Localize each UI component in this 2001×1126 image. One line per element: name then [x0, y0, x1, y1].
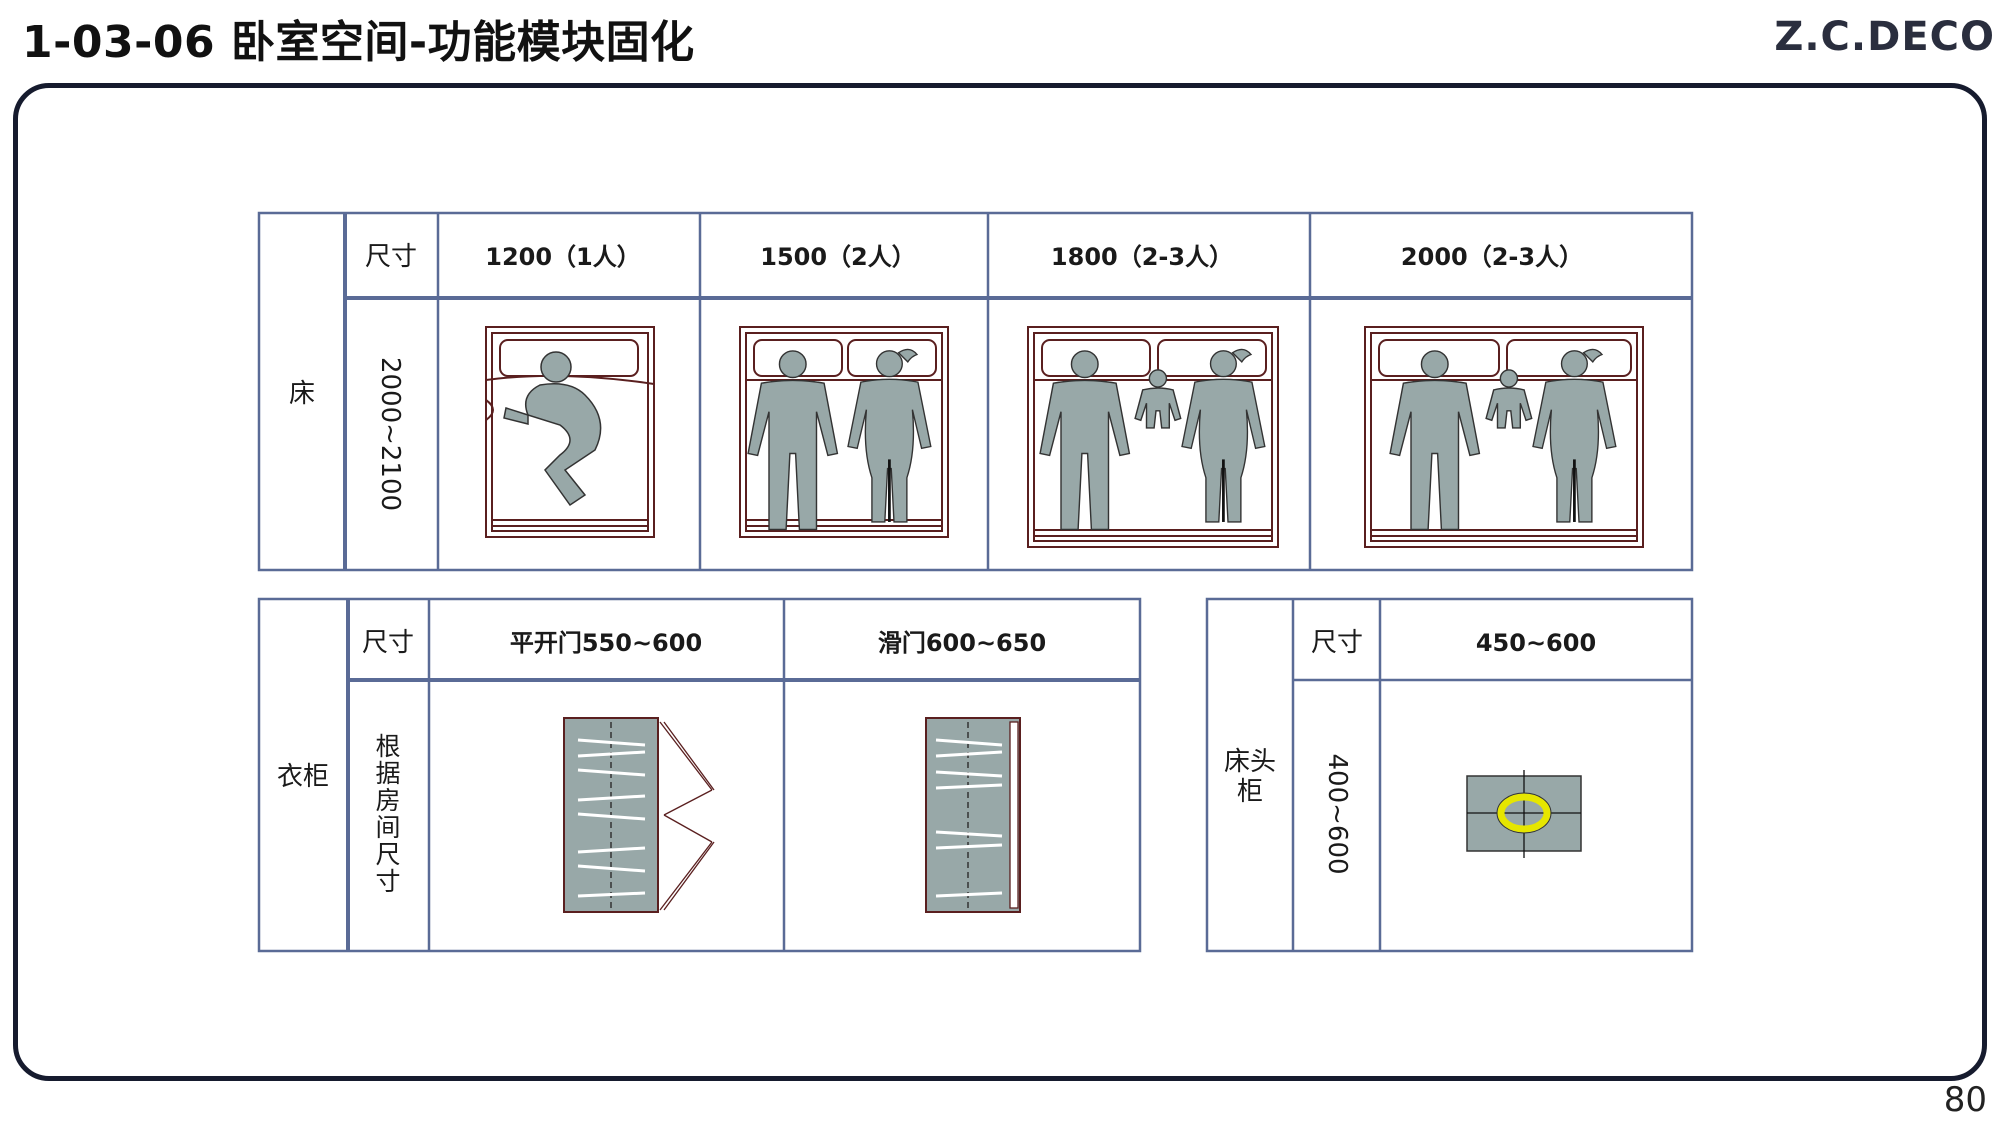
- svg-text:尺: 尺: [375, 840, 400, 869]
- brand-logo: Z.C.DECO: [1774, 14, 1995, 60]
- svg-text:根: 根: [375, 732, 400, 761]
- bed-2000-drawing: [1364, 326, 1644, 548]
- bed-width-1500: 1500（2人）: [760, 243, 916, 271]
- bed-width-2000: 2000（2-3人）: [1401, 243, 1583, 271]
- wardrobe-note-vertical: 根 据 房 间 尺 寸: [375, 732, 400, 896]
- bed-width-1800: 1800（2-3人）: [1051, 243, 1233, 271]
- wardrobe-type-sliding: 滑门600~650: [878, 629, 1046, 657]
- bed-size-header: 尺寸: [365, 242, 417, 272]
- page-title: 1-03-06 卧室空间-功能模块固化: [22, 17, 695, 68]
- sliding-door-wardrobe-drawing: [925, 717, 1021, 913]
- page-number: 80: [1943, 1080, 1987, 1120]
- nightstand-lamp-drawing: [1466, 770, 1582, 858]
- svg-text:寸: 寸: [375, 867, 400, 896]
- wardrobe-table: [257, 597, 1142, 953]
- content-frame: [13, 83, 1987, 1081]
- wardrobe-category-label: 衣柜: [277, 762, 329, 792]
- nightstand-width-label: 450~600: [1476, 629, 1596, 657]
- nightstand-category-line2: 柜: [1237, 777, 1263, 807]
- bed-width-1200: 1200（1人）: [485, 243, 641, 271]
- bed-category-label: 床: [289, 379, 315, 409]
- svg-text:房: 房: [375, 786, 400, 815]
- bed-table: [257, 211, 1694, 572]
- sleeping-person-icon: [503, 351, 602, 507]
- wardrobe-type-swing: 平开门550~600: [510, 629, 702, 657]
- bed-length-label: 2000~2100: [375, 357, 405, 511]
- swing-door-wardrobe-drawing: [563, 717, 715, 913]
- svg-text:间: 间: [375, 813, 400, 842]
- svg-text:据: 据: [375, 759, 400, 788]
- wardrobe-size-header: 尺寸: [362, 628, 414, 658]
- nightstand-size-header: 尺寸: [1311, 628, 1363, 658]
- nightstand-category-line1: 床头: [1224, 747, 1276, 777]
- nightstand-table: [1205, 597, 1694, 953]
- nightstand-length-label: 400~600: [1322, 753, 1352, 874]
